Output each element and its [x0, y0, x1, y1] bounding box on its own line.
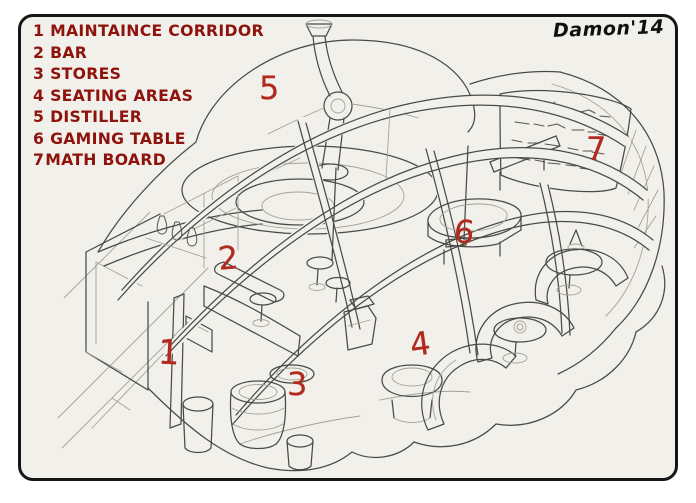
legend-number: 1	[33, 21, 45, 40]
legend-item-7: 7 MATH BOARD	[33, 149, 264, 171]
legend-item-4: 4 SEATING AREAS	[33, 85, 264, 107]
marker-seating-areas: 4	[407, 323, 433, 365]
bar-sketch	[145, 215, 351, 357]
legend-item-5: 5 DISTILLER	[33, 106, 264, 128]
artist-signature: Damon'14	[552, 16, 665, 42]
legend-label: MAINTAINCE CORRIDOR	[50, 21, 264, 40]
stores-sketch	[182, 364, 315, 471]
marker-stores: 3	[287, 365, 308, 403]
seating-areas-sketch	[381, 229, 629, 431]
legend-number: 4	[33, 85, 45, 105]
marker-distiller: 5	[259, 69, 280, 107]
legend: 1 MAINTAINCE CORRIDOR 2 BAR 3 STORES 4 S…	[33, 20, 264, 171]
gaming-table-sketch	[427, 198, 522, 265]
maintaince-corridor-sketch	[85, 213, 213, 429]
marker-gaming-table: 6	[452, 212, 477, 252]
construction-lines	[57, 211, 233, 449]
legend-label: MATH BOARD	[45, 150, 167, 169]
legend-number: 2	[33, 42, 45, 62]
marker-math-board: 7	[586, 130, 607, 168]
legend-number: 3	[33, 64, 45, 83]
legend-number: 5	[33, 107, 45, 126]
arch-beams-sketch	[118, 94, 653, 426]
legend-label: GAMING TABLE	[50, 128, 186, 148]
legend-item-6: 6 GAMING TABLE	[33, 128, 264, 150]
legend-label: DISTILLER	[50, 107, 143, 126]
legend-item-1: 1 MAINTAINCE CORRIDOR	[33, 20, 264, 42]
console-sketch	[343, 295, 377, 351]
legend-number: 6	[33, 128, 45, 148]
legend-label: SEATING AREAS	[50, 85, 194, 105]
legend-item-2: 2 BAR	[33, 42, 264, 64]
legend-number: 7	[33, 150, 45, 169]
legend-label: STORES	[50, 64, 122, 83]
marker-maintaince-corridor: 1	[156, 332, 181, 374]
legend-item-3: 3 STORES	[33, 63, 264, 85]
legend-label: BAR	[50, 42, 88, 62]
marker-bar: 2	[216, 238, 240, 278]
